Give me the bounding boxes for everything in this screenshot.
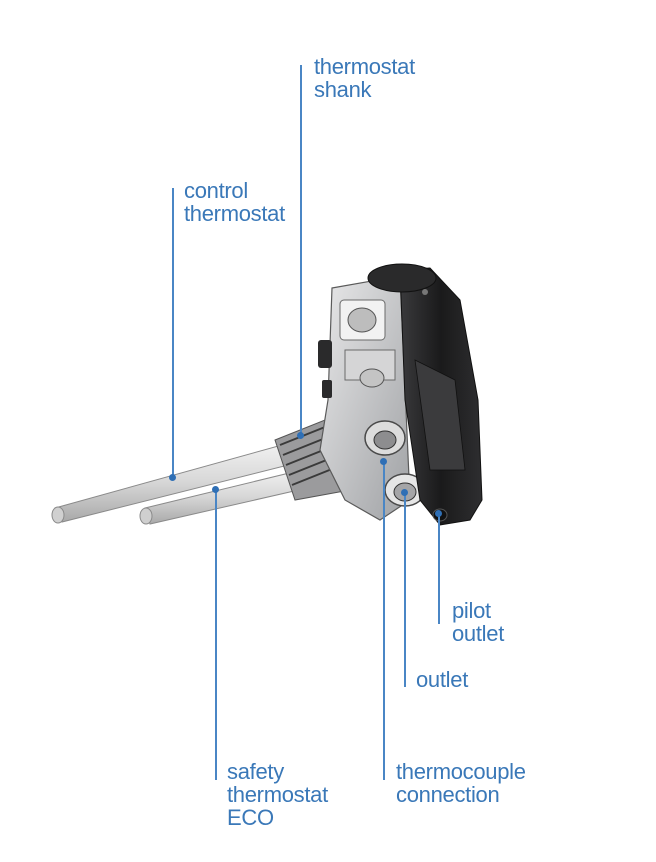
- safety-thermostat-eco-dot: [212, 486, 219, 493]
- safety-thermostat-eco-leader: [215, 490, 217, 780]
- pilot-outlet-label: pilot outlet: [452, 598, 505, 646]
- control-thermostat-rod: [51, 439, 309, 524]
- control-thermostat-leader: [172, 188, 174, 478]
- pilot-outlet-dot: [435, 510, 442, 517]
- outlet-leader: [404, 493, 406, 687]
- valve-housing-dark: [367, 263, 483, 526]
- valve-body-metal: [318, 275, 426, 521]
- thermostat-shank-label: thermostat shank: [314, 54, 415, 102]
- thermocouple-connection-leader: [383, 462, 385, 780]
- thermostat-shank-leader: [300, 65, 302, 435]
- control-thermostat-dot: [169, 474, 176, 481]
- outlet-label: outlet: [416, 667, 469, 692]
- safety-thermostat-eco-label: safety thermostat ECO: [227, 759, 328, 830]
- pilot-outlet-leader: [438, 514, 440, 624]
- control-thermostat-label: control thermostat: [184, 178, 285, 226]
- thermocouple-connection-dot: [380, 458, 387, 465]
- thermocouple-connection-label: thermocouple connection: [396, 759, 526, 807]
- outlet-dot: [401, 489, 408, 496]
- thermostat-shank-dot: [297, 432, 304, 439]
